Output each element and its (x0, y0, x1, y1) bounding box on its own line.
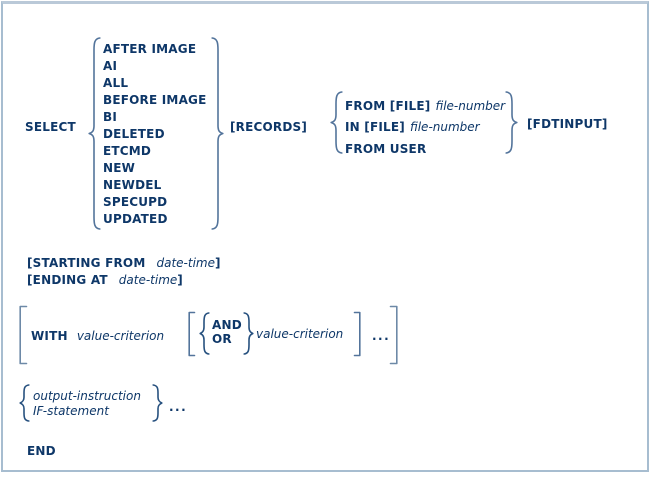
source-option-list: FROM [FILE]file-number IN [FILE]file-num… (345, 95, 505, 159)
source-option: FROM USER (345, 141, 427, 156)
end-keyword: END (27, 444, 56, 458)
right-square-bracket-with (389, 305, 398, 365)
left-curly-brace-body (19, 384, 30, 422)
record-type-option: BEFORE IMAGE (103, 92, 207, 107)
record-type-option: AI (103, 58, 118, 73)
left-square-bracket-connector (188, 311, 196, 357)
record-type-option: BI (103, 109, 118, 124)
fdtinput-optional-keyword: [FDTINPUT] (527, 117, 608, 131)
right-curly-brace-record-types (211, 37, 224, 230)
record-type-option: ETCMD (103, 143, 152, 158)
records-optional-keyword: [RECORDS] (230, 120, 308, 134)
record-type-option: DELETED (103, 126, 165, 141)
body-option: output-instruction (33, 389, 141, 403)
record-type-list: AFTER IMAGE AI ALL BEFORE IMAGE BI DELET… (103, 41, 207, 228)
value-criterion-2: value-criterion (256, 327, 344, 341)
connector-option: OR (212, 331, 232, 346)
repeat-ellipsis-with: ... (372, 329, 391, 343)
select-keyword: SELECT (25, 120, 76, 134)
record-type-option: ALL (103, 75, 129, 90)
repeat-ellipsis-body: ... (169, 400, 188, 414)
connector-list: AND OR (212, 318, 242, 346)
left-square-bracket-with (19, 305, 28, 365)
right-curly-brace-source (505, 91, 518, 154)
with-clause: WITH value-criterion (31, 329, 165, 343)
left-curly-brace-source (330, 91, 343, 154)
record-type-option: NEWDEL (103, 177, 162, 192)
record-type-option: AFTER IMAGE (103, 41, 197, 56)
left-curly-brace-record-types (88, 37, 101, 230)
right-square-bracket-connector (353, 311, 361, 357)
source-option: FROM [FILE]file-number (345, 99, 506, 113)
body-option-list: output-instruction IF-statement (33, 389, 141, 418)
body-option: IF-statement (33, 403, 109, 418)
source-option: IN [FILE]file-number (345, 120, 480, 135)
record-type-option: UPDATED (103, 211, 168, 226)
right-curly-brace-body (152, 384, 163, 422)
right-curly-brace-connector (243, 312, 254, 355)
left-curly-brace-connector (199, 312, 210, 355)
record-type-option: SPECUPD (103, 194, 168, 209)
connector-option: AND (212, 318, 242, 332)
record-type-option: NEW (103, 160, 136, 175)
